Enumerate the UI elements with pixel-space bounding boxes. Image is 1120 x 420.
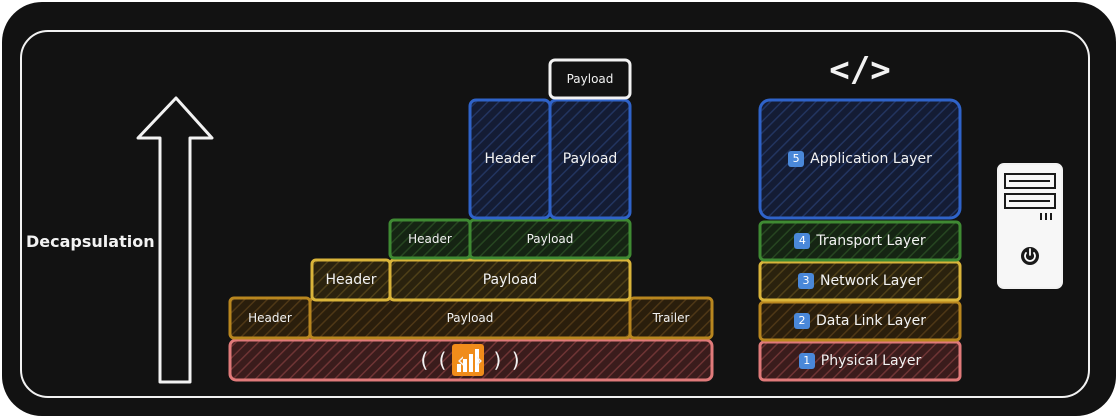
- arrow-up-icon: [136, 96, 214, 384]
- stack-application-box: [758, 98, 962, 220]
- datalink-trailer-box: [628, 296, 714, 340]
- inner-frame: [20, 30, 1090, 398]
- server-icon: [997, 163, 1063, 289]
- decapsulation-title: Decapsulation: [26, 231, 155, 251]
- network-header-box: [310, 258, 392, 302]
- stack-network-box: [758, 260, 962, 302]
- stack-transport-box: [758, 220, 962, 262]
- application-header-box: [468, 98, 552, 220]
- power-icon: [1021, 247, 1039, 265]
- transport-payload-box: [468, 218, 632, 260]
- network-payload-box: [388, 258, 632, 302]
- stack-physical-box: [758, 340, 962, 382]
- datalink-header-box: [228, 296, 312, 340]
- stack-datalink-box: [758, 300, 962, 342]
- signal-bars-icon: [452, 344, 484, 376]
- application-payload-box: [548, 98, 632, 220]
- code-icon: </>: [829, 50, 891, 90]
- datalink-payload-box: [308, 296, 632, 340]
- top-payload-box: [548, 58, 632, 100]
- transport-header-box: [388, 218, 472, 260]
